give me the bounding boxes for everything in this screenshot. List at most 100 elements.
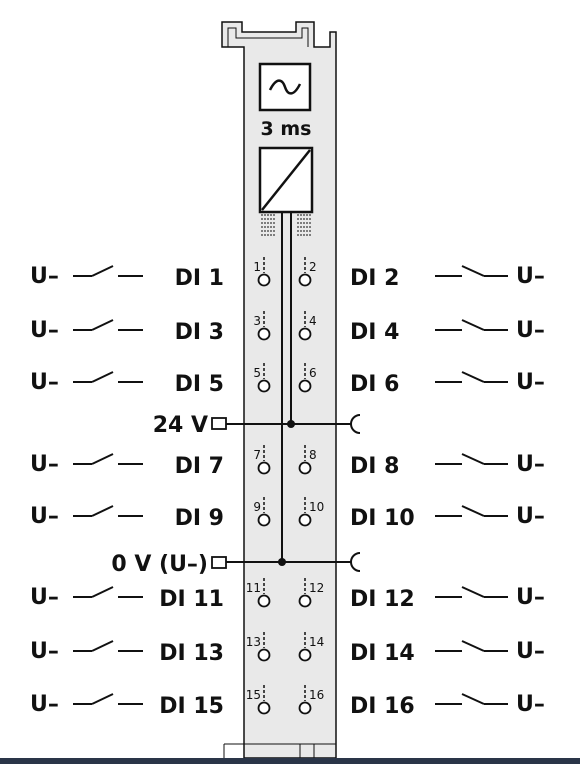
terminal-point bbox=[257, 648, 271, 662]
terminal-point bbox=[257, 327, 271, 341]
input-label-right: DI 6 bbox=[350, 372, 399, 397]
switch-supply-label: U– bbox=[516, 692, 545, 717]
switch-left: U– bbox=[30, 452, 143, 477]
terminal-number: 9 bbox=[253, 500, 261, 514]
supply-0v-label: 0 V (U–) bbox=[111, 552, 208, 577]
switch-right: U– bbox=[435, 318, 545, 343]
input-label-right: DI 12 bbox=[350, 587, 415, 612]
input-label-left: DI 3 bbox=[175, 320, 224, 345]
switch-right: U– bbox=[435, 639, 545, 664]
switch-supply-label: U– bbox=[516, 639, 545, 664]
input-label-left: DI 9 bbox=[175, 506, 224, 531]
terminal-number: 1 bbox=[253, 260, 261, 274]
terminal-point bbox=[257, 513, 271, 527]
terminal-point bbox=[298, 273, 312, 287]
terminal-number: 2 bbox=[309, 260, 317, 274]
switch-supply-label: U– bbox=[516, 452, 545, 477]
switch-supply-label: U– bbox=[516, 504, 545, 529]
switch-right: U– bbox=[435, 370, 545, 395]
module-clip-top bbox=[227, 27, 309, 47]
terminal-number: 14 bbox=[309, 635, 324, 649]
input-label-left: DI 7 bbox=[175, 454, 224, 479]
switch-supply-label: U– bbox=[516, 585, 545, 610]
sine-wave-icon bbox=[258, 62, 312, 112]
terminal-number: 7 bbox=[253, 448, 261, 462]
filter-time-label: 3 ms bbox=[261, 118, 312, 140]
terminal-number: 8 bbox=[309, 448, 317, 462]
switch-right: U– bbox=[435, 264, 545, 289]
supply-0v-terminal bbox=[211, 556, 227, 569]
switch-supply-label: U– bbox=[516, 318, 545, 343]
switch-left: U– bbox=[30, 639, 143, 664]
input-label-right: DI 16 bbox=[350, 694, 415, 719]
input-label-left: DI 1 bbox=[175, 266, 224, 291]
junction-dot bbox=[278, 558, 286, 566]
switch-supply-label: U– bbox=[30, 264, 59, 289]
switch-left: U– bbox=[30, 585, 143, 610]
terminal-point bbox=[257, 701, 271, 715]
input-row: U– DI 13 13 14 DI 14 U– bbox=[30, 632, 545, 666]
switch-supply-label: U– bbox=[30, 585, 59, 610]
input-label-right: DI 2 bbox=[350, 266, 399, 291]
supply-24v-terminal bbox=[211, 417, 227, 430]
switch-left: U– bbox=[30, 504, 143, 529]
terminal-point bbox=[298, 379, 312, 393]
input-label-left: DI 5 bbox=[175, 372, 224, 397]
switch-supply-label: U– bbox=[30, 692, 59, 717]
switch-supply-label: U– bbox=[30, 452, 59, 477]
switch-left: U– bbox=[30, 264, 143, 289]
switch-right: U– bbox=[435, 452, 545, 477]
input-row: U– DI 5 5 6 DI 6 U– bbox=[30, 363, 545, 397]
input-label-right: DI 8 bbox=[350, 454, 399, 479]
terminal-number: 11 bbox=[246, 581, 261, 595]
terminal-number: 10 bbox=[309, 500, 324, 514]
terminal-number: 5 bbox=[253, 366, 261, 380]
terminal-point bbox=[298, 461, 312, 475]
switch-left: U– bbox=[30, 370, 143, 395]
input-label-right: DI 4 bbox=[350, 320, 399, 345]
switch-supply-label: U– bbox=[30, 370, 59, 395]
input-row: U– DI 1 1 2 DI 2 U– bbox=[30, 257, 545, 291]
input-label-right: DI 10 bbox=[350, 506, 415, 531]
terminal-number: 6 bbox=[309, 366, 317, 380]
terminal-point bbox=[298, 513, 312, 527]
terminal-number: 12 bbox=[309, 581, 324, 595]
input-label-left: DI 13 bbox=[159, 641, 224, 666]
terminal-point bbox=[257, 379, 271, 393]
input-row: U– DI 11 11 12 DI 12 U– bbox=[30, 578, 545, 612]
input-row: U– DI 7 7 8 DI 8 U– bbox=[30, 445, 545, 479]
terminal-number: 15 bbox=[246, 688, 261, 702]
supply-24v-bridge bbox=[350, 414, 361, 434]
terminal-point bbox=[257, 273, 271, 287]
bottom-bar bbox=[0, 758, 580, 764]
switch-right: U– bbox=[435, 692, 545, 717]
switch-supply-label: U– bbox=[30, 318, 59, 343]
input-label-left: DI 15 bbox=[159, 694, 224, 719]
junction-dot bbox=[287, 420, 295, 428]
switch-right: U– bbox=[435, 585, 545, 610]
terminal-number: 13 bbox=[246, 635, 261, 649]
terminal-point bbox=[257, 594, 271, 608]
converter-icon bbox=[258, 146, 314, 236]
supply-0v-rail: 0 V (U–) bbox=[111, 552, 361, 577]
switch-left: U– bbox=[30, 692, 143, 717]
terminal-number: 4 bbox=[309, 314, 317, 328]
input-label-right: DI 14 bbox=[350, 641, 415, 666]
switch-supply-label: U– bbox=[516, 370, 545, 395]
supply-24v-rail: 24 V bbox=[153, 413, 361, 438]
switch-supply-label: U– bbox=[30, 639, 59, 664]
input-row: U– DI 3 3 4 DI 4 U– bbox=[30, 311, 545, 345]
input-label-left: DI 11 bbox=[159, 587, 224, 612]
terminal-point bbox=[298, 648, 312, 662]
terminal-point bbox=[298, 327, 312, 341]
terminal-point bbox=[298, 594, 312, 608]
switch-supply-label: U– bbox=[30, 504, 59, 529]
supply-0v-bridge bbox=[350, 552, 361, 572]
terminal-point bbox=[257, 461, 271, 475]
supply-24v-label: 24 V bbox=[153, 413, 208, 438]
terminal-number: 3 bbox=[253, 314, 261, 328]
switch-supply-label: U– bbox=[516, 264, 545, 289]
